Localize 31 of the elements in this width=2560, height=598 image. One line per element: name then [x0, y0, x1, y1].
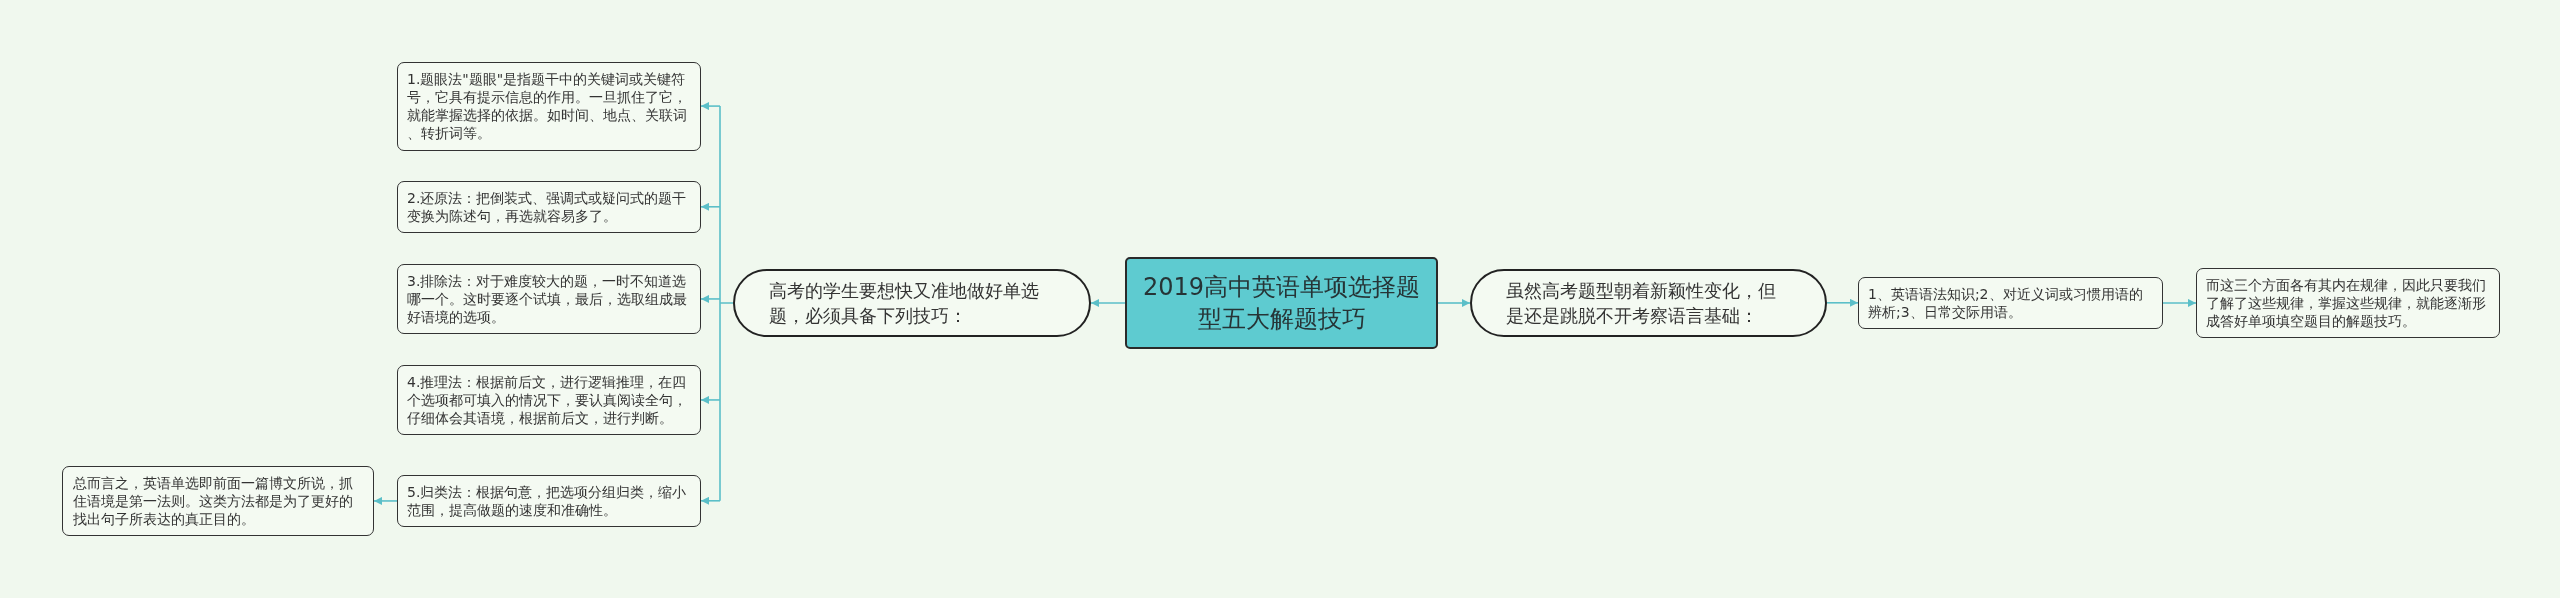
connector-arrow	[700, 496, 721, 505]
branch-text: 虽然高考题型朝着新颖性变化，但是还是跳脱不开考察语言基础：	[1506, 279, 1777, 328]
connector-arrow	[2162, 298, 2197, 307]
note-text: 3.排除法：对于难度较大的题，一时不知道选哪一个。这时要逐个试填，最后，选取组成最好语境的选项。	[407, 271, 688, 327]
note-box	[1858, 276, 2163, 330]
note-box	[397, 364, 701, 436]
branch-text: 高考的学生要想快又准地做好单选题，必须具备下列技巧：	[769, 279, 1040, 328]
topic-title: 2019高中英语单项选择题型五大解题技巧	[1141, 272, 1422, 335]
note-box	[62, 465, 374, 537]
connector-arrow	[700, 102, 721, 111]
note-text: 1、英语语法知识;2、对近义词或习惯用语的辨析;3、日常交际用语。	[1868, 284, 2144, 322]
note-box	[2196, 267, 2500, 339]
connector-arrow	[700, 395, 721, 404]
connector-arrow	[700, 202, 721, 211]
connector-arrow	[373, 496, 398, 505]
note-text: 而这三个方面各有其内在规律，因此只要我们了解了这些规律，掌握这些规律，就能逐渐形成答好单项填空题目的解题技巧。	[2206, 275, 2487, 331]
connector-arrow	[1437, 299, 1471, 307]
note-box	[397, 474, 701, 528]
connector-line	[719, 105, 734, 502]
connector-arrow	[1826, 298, 1859, 307]
note-box	[397, 61, 701, 151]
connector-arrow	[700, 294, 721, 303]
note-box	[397, 180, 701, 234]
note-text: 2.还原法：把倒装式、强调式或疑问式的题干变换为陈述句，再选就容易多了。	[407, 188, 688, 226]
connector-arrow	[1090, 299, 1126, 307]
note-text: 总而言之，英语单选即前面一篇博文所说，抓住语境是第一法则。这类方法都是为了更好的找出句子所表达的真正目的。	[73, 473, 354, 529]
note-text: 5.归类法：根据句意，把选项分组归类，缩小范围，提高做题的速度和准确性。	[407, 482, 688, 520]
note-text: 4.推理法：根据前后文，进行逻辑推理，在四个选项都可填入的情况下，要认真阅读全句，仔细体会其语境，根据前后文，进行判断。	[407, 372, 688, 428]
note-text: 1.题眼法"题眼"是指题干中的关键词或关键符号，它具有提示信息的作用。一旦抓住了它，就能掌握选择的依据。如时间、地点、关联词、转折词等。	[407, 69, 688, 143]
note-box	[397, 263, 701, 335]
central-topic-box	[1125, 257, 1438, 349]
